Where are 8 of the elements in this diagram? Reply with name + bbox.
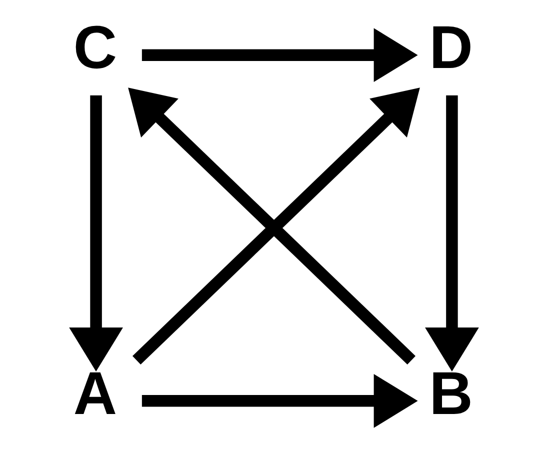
- arrow: [142, 28, 418, 82]
- node-text: A: [73, 359, 118, 428]
- node-text: C: [73, 13, 118, 82]
- arrow: [425, 95, 479, 372]
- arrow: [69, 95, 123, 372]
- node-text: D: [429, 13, 473, 82]
- node-text: B: [429, 359, 473, 428]
- arrow: [142, 374, 418, 428]
